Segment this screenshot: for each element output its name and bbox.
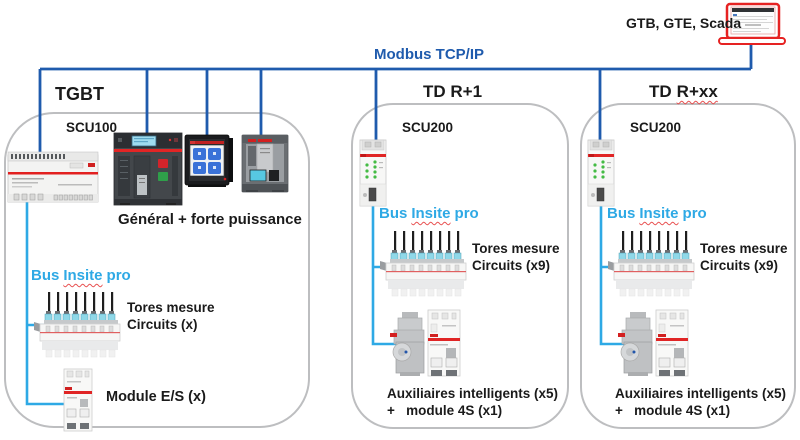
td-rxx-auxiliary-and-4s-module-icon xyxy=(617,309,689,377)
tgbt-tores-label: Tores mesure Circuits (x) xyxy=(127,299,215,333)
modbus-bus-label: Modbus TCP/IP xyxy=(374,46,484,63)
td-r1-panel-title: TD R+1 xyxy=(423,82,482,102)
tores-line1: Tores mesure xyxy=(127,300,215,315)
tgbt-panel-title: TGBT xyxy=(55,84,104,105)
td-rxx-title-misspelled-text: R+xx xyxy=(676,82,718,101)
pro-word: pro xyxy=(682,205,707,222)
aux-line2: + module 4S (x1) xyxy=(615,403,731,418)
scu100-label: SCU100 xyxy=(66,120,118,135)
td-r1-scu200-device-icon xyxy=(359,139,387,207)
td-rxx-scu200-label: SCU200 xyxy=(630,120,682,135)
tgbt-module-es-label: Module E/S (x) xyxy=(106,389,206,405)
tgbt-breaker-row-with-sensors-icon xyxy=(33,291,121,358)
tores-line1: Tores mesure xyxy=(700,241,788,256)
td-r1-title-text: TD R+1 xyxy=(423,82,483,101)
insite-word: Insite xyxy=(63,267,103,284)
laptop-icon xyxy=(718,2,786,45)
insite-word: Insite xyxy=(411,205,451,222)
td-r1-scu200-label: SCU200 xyxy=(402,120,454,135)
molded-case-breaker-icon xyxy=(241,134,289,193)
td-rxx-title-text: TD xyxy=(649,82,672,101)
insite-bus-lines xyxy=(25,198,624,406)
tores-line2: Circuits (x9) xyxy=(472,258,551,273)
tgbt-group-label: Général + forte puissance xyxy=(118,211,302,228)
scu100-device-icon xyxy=(7,151,99,203)
aux-line2: + module 4S (x1) xyxy=(387,403,503,418)
tgbt-panel-outline xyxy=(4,112,310,428)
td-r1-tores-label: Tores mesure Circuits (x9) xyxy=(472,240,560,274)
aux-line1: Auxiliaires intelligents (x5) xyxy=(615,386,787,401)
io-module-icon xyxy=(63,368,93,432)
bus-word: Bus xyxy=(607,205,636,222)
panel-meter-icon xyxy=(184,134,233,187)
bus-word: Bus xyxy=(379,205,408,222)
aux-line1: Auxiliaires intelligents (x5) xyxy=(387,386,559,401)
tores-line2: Circuits (x) xyxy=(127,317,198,332)
tores-line1: Tores mesure xyxy=(472,241,560,256)
td-r1-breaker-row-with-sensors-icon xyxy=(379,230,467,297)
tores-line2: Circuits (x9) xyxy=(700,258,779,273)
td-rxx-tores-label: Tores mesure Circuits (x9) xyxy=(700,240,788,274)
tgbt-title-text: TGBT xyxy=(55,84,104,104)
td-rxx-panel-outline xyxy=(580,103,796,429)
td-r1-panel-outline xyxy=(351,103,569,429)
td-r1-aux-label: Auxiliaires intelligents (x5) + module 4… xyxy=(387,385,558,419)
pro-word: pro xyxy=(454,205,479,222)
air-circuit-breaker-icon xyxy=(113,132,183,206)
insite-word: Insite xyxy=(639,205,679,222)
pro-word: pro xyxy=(106,267,131,284)
bus-word: Bus xyxy=(31,267,60,284)
td-rxx-breaker-row-with-sensors-icon xyxy=(607,230,695,297)
td-rxx-aux-label: Auxiliaires intelligents (x5) + module 4… xyxy=(615,385,786,419)
modbus-bus-lines xyxy=(38,44,753,160)
td-rxx-scu200-device-icon xyxy=(587,139,615,207)
scada-label: GTB, GTE, Scada xyxy=(626,15,742,31)
td-r1-auxiliary-and-4s-module-icon xyxy=(389,309,461,377)
